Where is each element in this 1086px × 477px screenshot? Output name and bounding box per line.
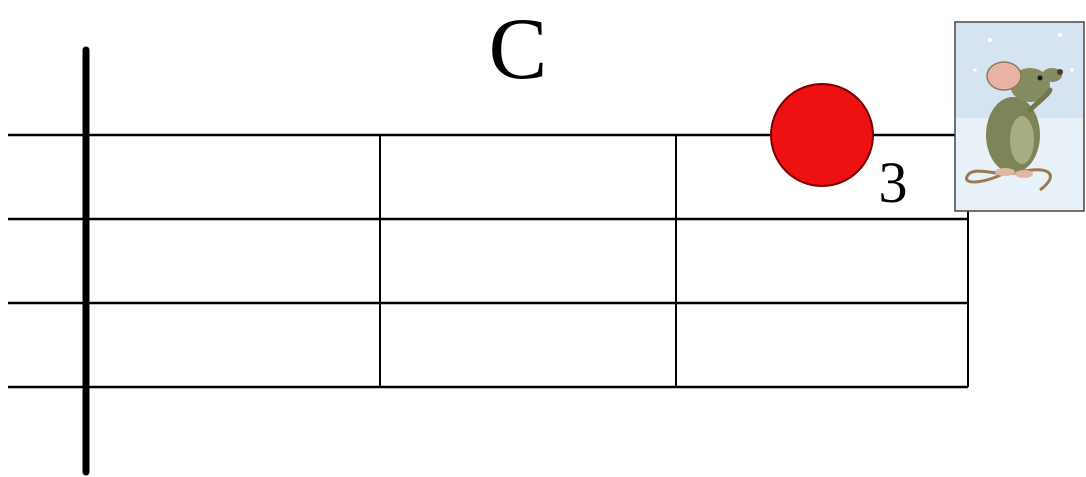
finger-dot xyxy=(770,83,874,187)
chord-name: C xyxy=(489,1,548,98)
mouse-illustration-icon xyxy=(954,21,1085,212)
frets xyxy=(379,135,969,387)
finger-number: 3 xyxy=(879,150,908,215)
